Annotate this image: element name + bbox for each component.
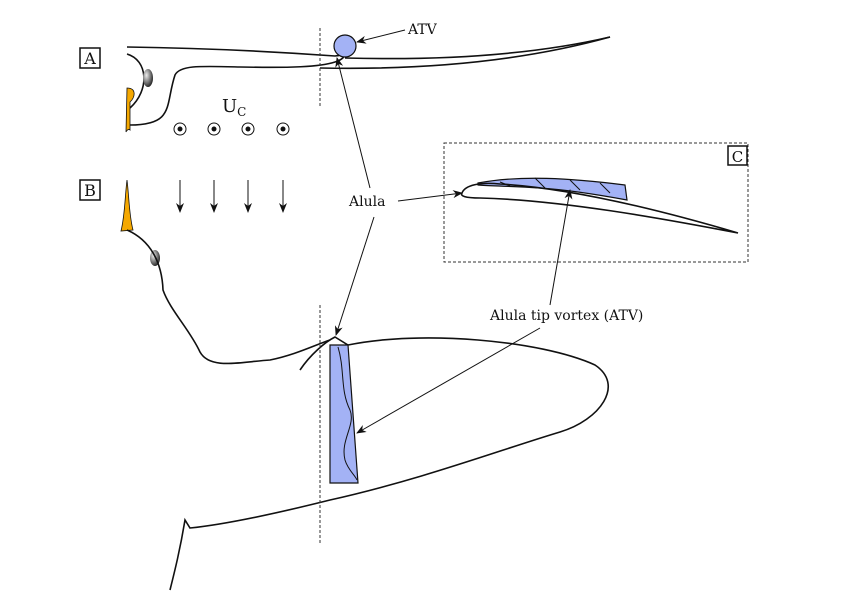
panel-b-box (79, 179, 101, 201)
downwash-arrows (176, 180, 287, 213)
panel-a-box (79, 47, 101, 69)
alula-label: Alula (348, 194, 385, 210)
flow-symbol (173, 122, 187, 136)
alula-vortex-line (337, 346, 358, 481)
wing-outer-lower (319, 36, 611, 70)
leg-b (120, 179, 134, 232)
atv-arrow-c (549, 189, 573, 306)
alula-arrow-a (335, 57, 371, 189)
flow-symbol (276, 122, 290, 136)
airfoil-section (460, 182, 739, 234)
panel-b-label: B (84, 181, 96, 200)
uc-label: UC (222, 96, 246, 119)
atv-vortex-circle (333, 34, 357, 58)
atv-label: ATV (407, 22, 438, 38)
panel-b: B (79, 179, 609, 591)
panel-c-frame (443, 142, 749, 263)
alula-tip-vortex-label: Alula tip vortex (ATV) (489, 308, 643, 324)
alula-arrow-c (397, 190, 463, 202)
body-outline-b (126, 229, 331, 365)
wing-outer-upper (344, 36, 611, 60)
alula-arrow-b (334, 216, 375, 336)
panel-c-box (727, 145, 748, 166)
flow-symbol (207, 122, 221, 136)
flow-out-of-page-symbols (173, 122, 290, 136)
panel-a-label: A (83, 49, 96, 68)
leg-a (125, 87, 135, 133)
alula-planform (329, 344, 359, 484)
panel-a: A ATV UC (79, 22, 611, 136)
panel-c-label: C (732, 148, 743, 166)
atv-arrow (356, 29, 406, 44)
eye-a (143, 69, 153, 87)
atv-arrow-b (356, 327, 541, 434)
panel-c: C (443, 142, 749, 263)
wing-planform (169, 336, 609, 591)
wing-upper-surface (126, 46, 347, 57)
flow-symbol (241, 122, 255, 136)
